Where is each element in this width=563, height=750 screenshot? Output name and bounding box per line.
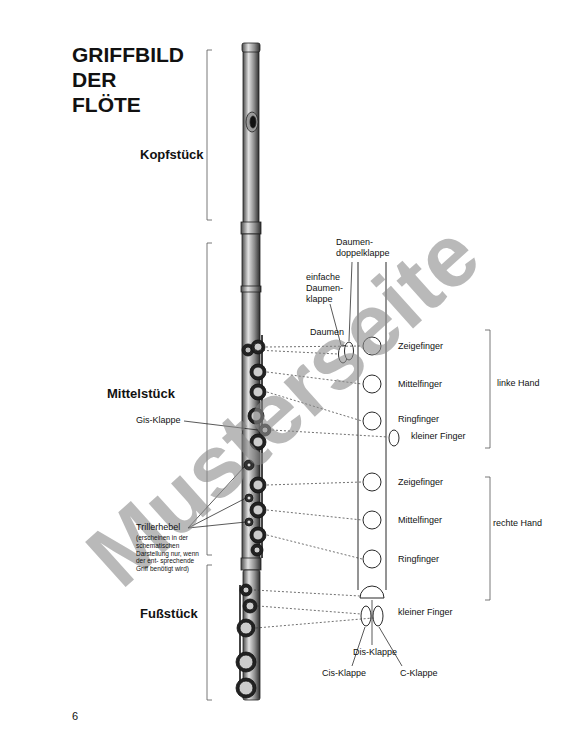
- drawing-line: [254, 590, 360, 596]
- part-name: Trillerhebel: [136, 522, 180, 533]
- drawing-circle: [247, 520, 251, 524]
- drawing-circle: [363, 412, 381, 430]
- drawing-line: [239, 585, 241, 692]
- part-name: Daumen: [310, 327, 344, 338]
- finger-name: kleiner Finger: [411, 431, 466, 442]
- drawing-circle: [239, 655, 253, 669]
- note: (erscheinen in der schematischen Darstel…: [136, 534, 202, 573]
- drawing-ellipse: [389, 430, 399, 446]
- drawing-line: [372, 600, 373, 645]
- drawing-circle: [243, 587, 249, 593]
- drawing-ellipse: [373, 606, 383, 626]
- drawing-circle: [253, 530, 263, 540]
- finger-name: Ringfinger: [398, 414, 439, 425]
- section-name: Fußstück: [140, 606, 198, 622]
- part-name: Daumen- doppelklappe: [336, 237, 390, 259]
- watermark: Musterseite: [72, 209, 494, 602]
- drawing-path: [485, 477, 490, 600]
- part-name: C-Klappe: [400, 668, 438, 679]
- drawing-path: [207, 565, 212, 700]
- section-name: Kopfstück: [140, 147, 204, 163]
- drawing-circle: [245, 518, 253, 526]
- drawing-circle: [240, 584, 252, 596]
- drawing-circle: [239, 681, 253, 695]
- drawing-rect: [241, 558, 261, 570]
- drawing-circle: [250, 502, 266, 518]
- part-name: Gis-Klappe: [136, 415, 181, 426]
- finger-name: Ringfinger: [398, 554, 439, 565]
- drawing-circle: [254, 547, 260, 553]
- part-name: Dis-Klappe: [353, 647, 397, 658]
- drawing-path: [485, 330, 490, 448]
- part-name: einfache Daumen- klappe: [306, 272, 343, 304]
- drawing-circle: [245, 347, 251, 353]
- drawing-line: [256, 618, 373, 628]
- drawing-line: [352, 627, 365, 666]
- drawing-circle: [250, 527, 266, 543]
- drawing-ellipse: [250, 116, 256, 128]
- drawing-ellipse: [361, 606, 371, 626]
- drawing-circle: [243, 599, 257, 613]
- hand-name: linke Hand: [497, 378, 540, 389]
- part-name: Cis-Klappe: [322, 668, 366, 679]
- finger-name: Mittelfinger: [398, 379, 442, 390]
- drawing-circle: [237, 619, 255, 637]
- hand-name: rechte Hand: [493, 518, 542, 529]
- drawing-circle: [246, 602, 254, 610]
- drawing-line: [267, 510, 362, 520]
- drawing-circle: [236, 678, 256, 698]
- drawing-circle: [363, 550, 381, 568]
- finger-name: Zeigefinger: [398, 341, 443, 352]
- drawing-circle: [236, 652, 256, 672]
- drawing-rect: [241, 222, 261, 234]
- drawing-circle: [363, 473, 381, 491]
- drawing-ellipse: [246, 112, 258, 132]
- drawing-circle: [247, 496, 251, 500]
- page-number: 6: [72, 710, 78, 723]
- drawing-line: [258, 606, 361, 614]
- drawing-rect: [241, 286, 261, 292]
- finger-name: kleiner Finger: [398, 607, 453, 618]
- drawing-circle: [253, 505, 263, 515]
- finger-name: Zeigefinger: [398, 477, 443, 488]
- drawing-circle: [240, 622, 252, 634]
- title: GRIFFBILD DER FLÖTE: [72, 42, 184, 117]
- drawing-rect: [242, 43, 260, 52]
- drawing-line: [267, 535, 362, 559]
- drawing-line: [267, 482, 362, 485]
- drawing-circle: [251, 544, 263, 556]
- drawing-circle: [251, 340, 265, 354]
- drawing-path: [207, 50, 212, 220]
- drawing-rect: [243, 45, 259, 225]
- section-name: Mittelstück: [107, 386, 175, 402]
- drawing-circle: [363, 511, 381, 529]
- finger-name: Mittelfinger: [398, 515, 442, 526]
- drawing-line: [379, 627, 402, 666]
- drawing-path: [360, 586, 384, 598]
